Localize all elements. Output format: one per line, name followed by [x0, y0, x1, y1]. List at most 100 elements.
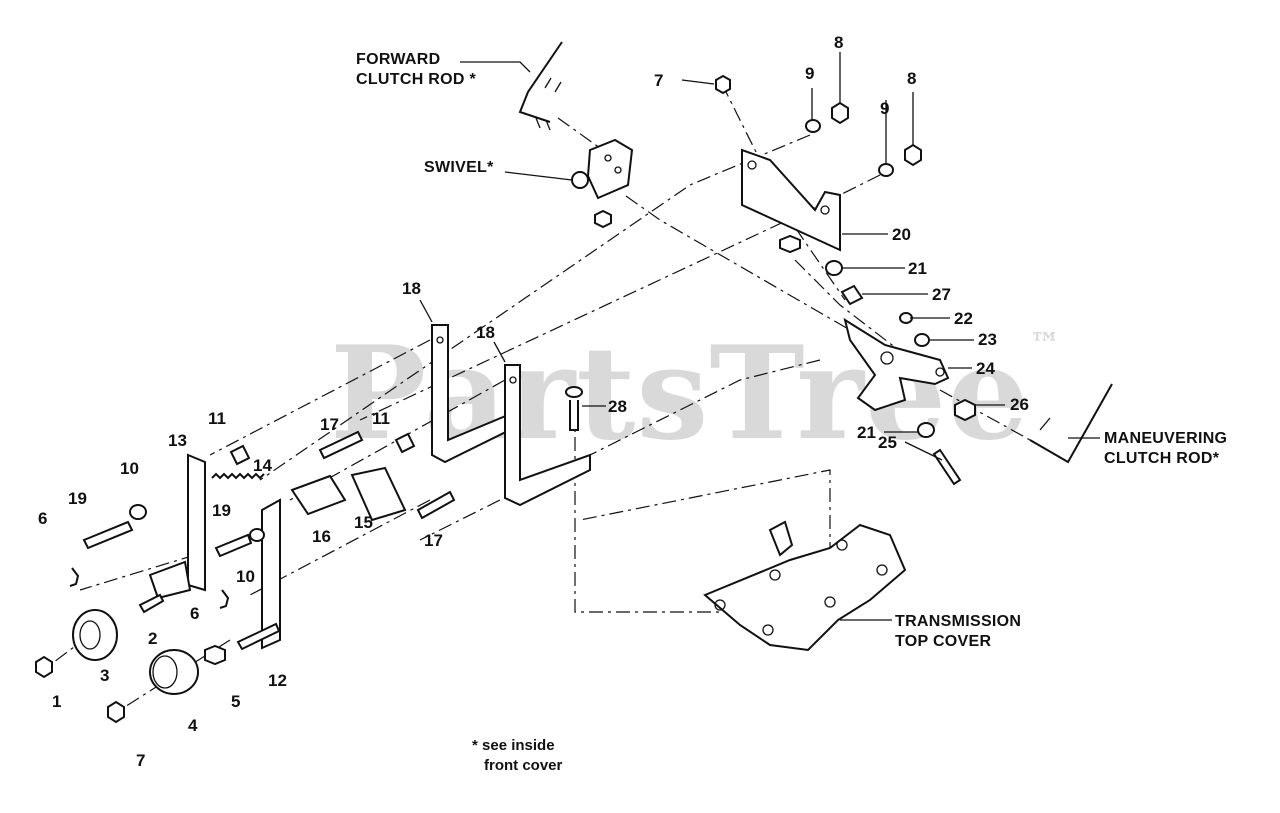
swivel — [571, 138, 634, 229]
part-number-26: 26 — [1010, 395, 1029, 414]
nut-21 — [825, 260, 844, 276]
footnote-line: front cover — [484, 757, 563, 774]
callout-line: CLUTCH ROD* — [1104, 450, 1220, 467]
transmission-top-cover-label: TRANSMISSION TOP COVER — [895, 614, 1021, 650]
part-number-7: 7 — [136, 751, 146, 770]
assembly-line — [557, 117, 601, 149]
bellcrank-assembly — [779, 234, 976, 486]
plate-12 — [261, 498, 281, 650]
leader-lines — [419, 52, 1100, 621]
pulley-hub — [79, 620, 101, 650]
part-number-6: 6 — [190, 604, 200, 623]
cover-tab — [768, 520, 794, 557]
footnote: * see inside front cover — [472, 738, 562, 773]
spacer-27 — [840, 284, 864, 306]
bolt-head — [779, 234, 801, 254]
nut-8 — [831, 101, 849, 125]
part-number-7: 7 — [654, 71, 664, 90]
part-number-9: 9 — [805, 64, 815, 83]
swivel-nut — [594, 209, 612, 229]
callout-line: TRANSMISSION — [895, 613, 1022, 630]
callout-line: CLUTCH ROD * — [356, 71, 477, 88]
pin-6 — [69, 567, 80, 587]
part-number-3: 3 — [100, 666, 110, 685]
washer-9 — [805, 119, 822, 133]
part-number-4: 4 — [188, 716, 198, 735]
assembly-line — [625, 195, 851, 331]
part-number-2: 2 — [148, 629, 158, 648]
callout-line: TOP COVER — [895, 633, 992, 650]
assembly-line — [419, 359, 821, 541]
part-number-23: 23 — [978, 330, 997, 349]
part-number-14: 14 — [253, 456, 272, 475]
part-number-5: 5 — [231, 692, 241, 711]
part-number-10: 10 — [236, 567, 255, 586]
washer-10 — [249, 528, 266, 542]
spacer-11 — [394, 432, 416, 454]
assembly-line — [721, 83, 846, 301]
part-number-1: 1 — [52, 692, 62, 711]
nut-21 — [917, 422, 936, 438]
part-number-11: 11 — [372, 409, 390, 428]
part-number-27: 27 — [932, 285, 951, 304]
assembly-line — [794, 259, 906, 356]
rod-clip — [1039, 417, 1051, 431]
assembly-line — [79, 554, 196, 591]
bellcrank-hole — [935, 367, 945, 377]
part-number-9: 9 — [880, 99, 890, 118]
callout-line: FORWARD — [356, 51, 441, 68]
part-number-28: 28 — [608, 397, 627, 416]
hub-4 — [149, 649, 200, 695]
bushing-5 — [204, 644, 226, 666]
cover-bolt — [714, 599, 726, 611]
swivel-eye — [571, 171, 589, 189]
maneuvering-clutch-rod — [1029, 383, 1113, 464]
forward-clutch-rod — [518, 41, 563, 123]
cover-bolt — [762, 624, 774, 636]
part-number-10: 10 — [120, 459, 139, 478]
part-number-17: 17 — [320, 415, 339, 434]
leader-line — [504, 171, 573, 181]
assembly-lines — [49, 83, 1031, 711]
swivel-label: SWIVEL* — [424, 159, 494, 176]
part-number-12: 12 — [268, 671, 287, 690]
bracket-hole — [436, 336, 444, 344]
bolt-19 — [82, 520, 134, 550]
left-assembly — [35, 430, 456, 724]
pin-6 — [219, 589, 230, 609]
part-number-8: 8 — [834, 33, 844, 52]
bellcrank-hole — [880, 351, 894, 365]
bolt-17 — [416, 490, 456, 520]
washer-23 — [914, 333, 931, 347]
plate-13 — [187, 453, 206, 592]
nut-7 — [107, 700, 125, 724]
part-number-22: 22 — [954, 309, 973, 328]
bolt-25 — [932, 448, 962, 486]
washer-10 — [129, 504, 148, 520]
stud-2 — [138, 593, 165, 614]
spring-14 — [211, 472, 265, 480]
cover-bolt — [836, 539, 848, 551]
watermark-trademark: ™ — [1029, 327, 1061, 362]
swivel-hole — [604, 154, 612, 162]
leader-line — [493, 341, 506, 363]
bracket-hole — [820, 205, 830, 215]
nut-8 — [904, 143, 922, 167]
nut-7 — [715, 74, 731, 95]
footnote-line: * see inside — [472, 737, 555, 754]
cover-bolt — [769, 569, 781, 581]
part-number-18: 18 — [476, 323, 495, 342]
part-number-17: 17 — [424, 531, 443, 550]
part-number-6: 6 — [38, 509, 48, 528]
leader-line — [419, 299, 433, 323]
leader-line — [460, 61, 531, 73]
maneuvering-clutch-rod-label: MANEUVERING CLUTCH ROD* — [1104, 431, 1227, 467]
bushing-26 — [954, 398, 976, 422]
bracket-hole — [509, 376, 517, 384]
hub-bore — [152, 655, 178, 689]
cover-bolt — [876, 564, 888, 576]
part-number-11: 11 — [208, 409, 226, 428]
forward-clutch-rod-label: FORWARD CLUTCH ROD * — [356, 52, 476, 88]
part-number-18: 18 — [402, 279, 421, 298]
